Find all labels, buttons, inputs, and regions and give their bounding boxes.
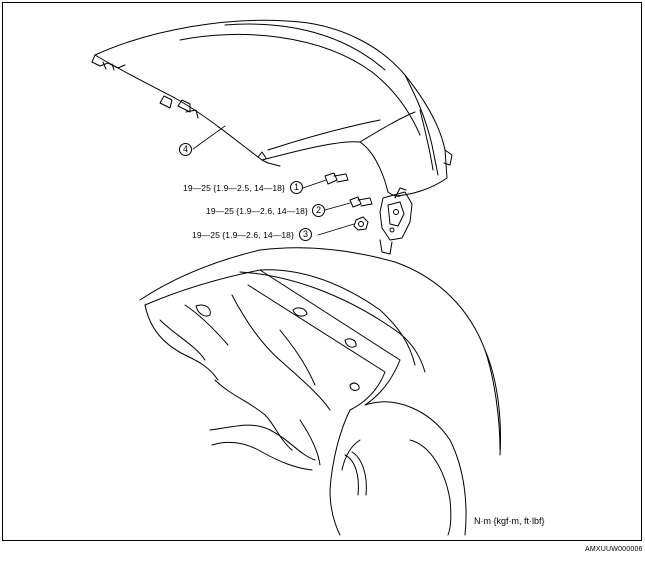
callout-3: 3 xyxy=(299,228,312,241)
hinge-bracket xyxy=(379,187,413,255)
bolt-1 xyxy=(324,172,349,185)
vehicle-body xyxy=(139,247,501,536)
callout-2: 2 xyxy=(312,204,325,217)
nut-3 xyxy=(353,216,369,231)
callout-1: 1 xyxy=(290,181,303,194)
torque-label-1: 19—25 {1.9—2.5, 14—18} xyxy=(183,183,285,193)
leader-lines xyxy=(192,125,355,236)
callout-4: 4 xyxy=(179,143,192,156)
torque-label-2: 19—25 {1.9—2.6, 14—18} xyxy=(206,206,308,216)
figure-code: AMXUUW000006 xyxy=(585,546,643,553)
bolt-2 xyxy=(349,196,373,208)
figure-frame xyxy=(2,2,642,541)
units-note: N·m {kgf·m, ft·lbf} xyxy=(474,516,545,526)
torque-label-3: 19—25 {1.9—2.6, 14—18} xyxy=(192,230,294,240)
hardtop-roof xyxy=(91,19,453,197)
